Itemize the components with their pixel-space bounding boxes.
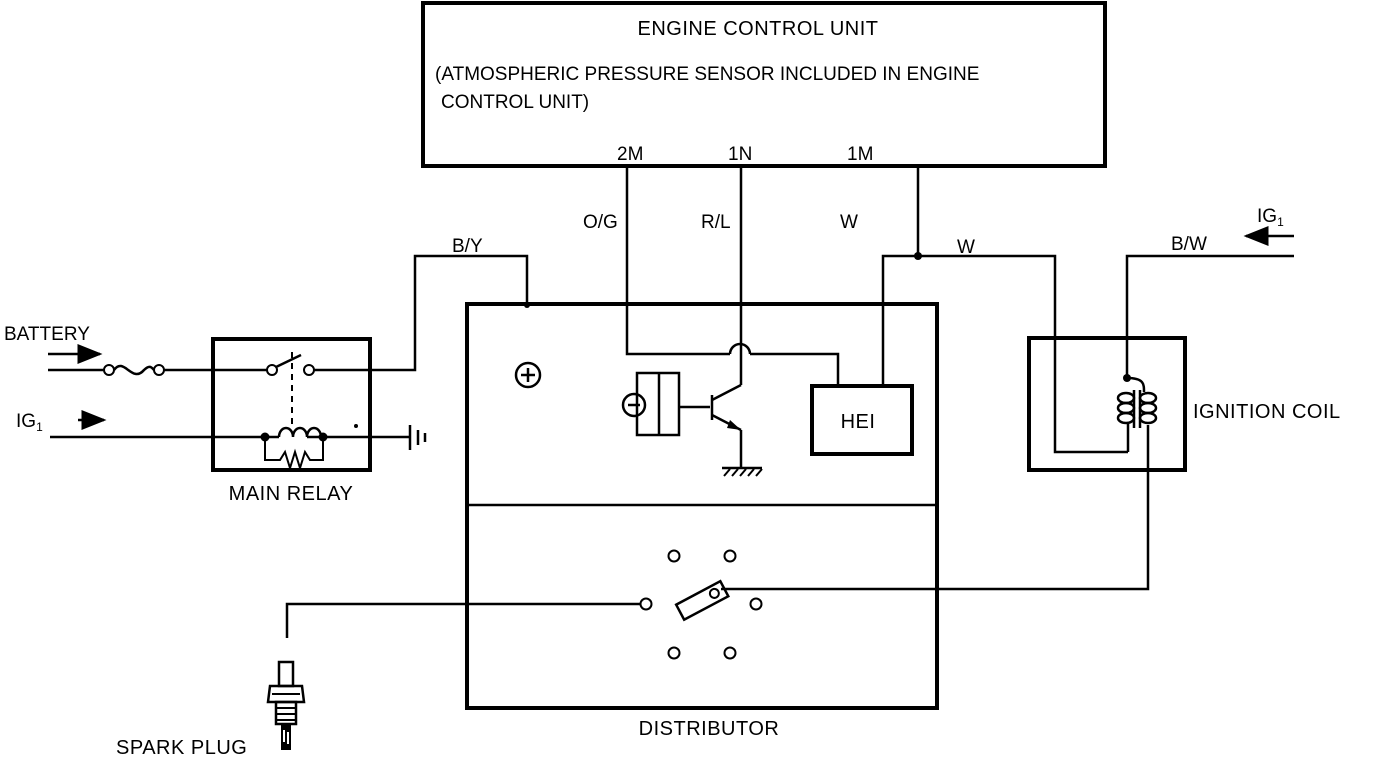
engine-control-unit: ENGINE CONTROL UNIT (ATMOSPHERIC PRESSUR… bbox=[421, 1, 1107, 168]
distributor-terminals bbox=[639, 549, 763, 660]
terminal-1n: 1N bbox=[728, 144, 752, 165]
ig1-right-input: IG1 bbox=[1243, 206, 1294, 246]
relay-coil-icon bbox=[277, 426, 323, 438]
battery-input: BATTERY bbox=[4, 324, 213, 376]
cap-terminal-icon bbox=[749, 597, 763, 611]
relay-switch-icon bbox=[275, 353, 302, 369]
cap-terminal-icon bbox=[723, 549, 737, 563]
ig1-right-label: IG1 bbox=[1257, 206, 1284, 229]
hei-label: HEI bbox=[841, 411, 876, 433]
wire-label-rl: R/L bbox=[701, 212, 731, 233]
cap-terminal-icon bbox=[723, 646, 737, 660]
plus-terminal-icon bbox=[514, 361, 542, 389]
spark-plug-icon bbox=[266, 660, 306, 750]
main-relay: MAIN RELAY bbox=[211, 337, 427, 505]
transistor-icon bbox=[710, 383, 763, 477]
fuse-terminal-icon bbox=[103, 364, 115, 376]
ig1-left-label: IG1 bbox=[16, 411, 43, 434]
ecu-note-line2: CONTROL UNIT) bbox=[441, 92, 589, 113]
ignition-coil-box bbox=[1027, 336, 1187, 472]
main-relay-label: MAIN RELAY bbox=[229, 483, 354, 505]
pickup-coil-icon bbox=[621, 371, 710, 437]
wire-spark-plug bbox=[285, 602, 640, 638]
terminal-2m: 2M bbox=[617, 144, 643, 165]
battery-label: BATTERY bbox=[4, 324, 90, 345]
spark-plug-label: SPARK PLUG bbox=[116, 737, 247, 759]
cap-terminal-icon bbox=[639, 597, 653, 611]
relay-contact-icon bbox=[266, 364, 278, 376]
fuse-icon bbox=[112, 364, 155, 376]
main-relay-box bbox=[211, 337, 372, 472]
wire-label-w-outer: W bbox=[957, 237, 975, 258]
rotor-icon bbox=[674, 579, 730, 622]
distributor: HEI DISTRIBUTOR bbox=[465, 302, 939, 740]
ecu-box bbox=[421, 1, 1107, 168]
ecu-title: ENGINE CONTROL UNIT bbox=[638, 18, 879, 40]
cap-terminal-icon bbox=[667, 646, 681, 660]
wire-coil-to-rotor bbox=[721, 425, 1150, 591]
spark-plug: SPARK PLUG bbox=[116, 660, 306, 759]
ignition-coil-windings-icon bbox=[1116, 376, 1158, 452]
ignition-coil: IGNITION COIL bbox=[1027, 254, 1341, 472]
relay-resistor-icon bbox=[264, 437, 324, 472]
ig1-left-input: IG1 bbox=[16, 410, 213, 439]
ignition-coil-label: IGNITION COIL bbox=[1193, 401, 1341, 423]
hei-module-box bbox=[810, 384, 914, 456]
distributor-label: DISTRIBUTOR bbox=[639, 718, 780, 740]
wire-label-by: B/Y bbox=[452, 236, 483, 257]
terminal-1m: 1M bbox=[847, 144, 873, 165]
wire-label-og: O/G bbox=[583, 212, 618, 233]
ecu-wiring bbox=[625, 166, 1128, 454]
wire-label-w-inner: W bbox=[840, 212, 858, 233]
wire-label-bw: B/W bbox=[1171, 234, 1207, 255]
wire-by bbox=[370, 254, 529, 372]
cap-terminal-icon bbox=[667, 549, 681, 563]
ecu-note-line1: (ATMOSPHERIC PRESSURE SENSOR INCLUDED IN… bbox=[435, 64, 979, 85]
